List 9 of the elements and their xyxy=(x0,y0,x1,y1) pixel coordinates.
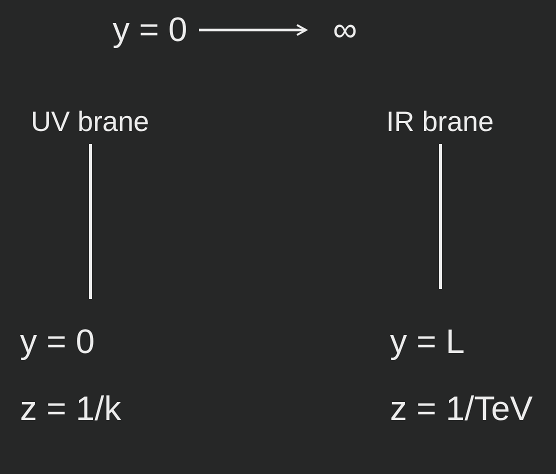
math-expression: z = 1/k xyxy=(20,389,122,430)
brane-label: UV brane xyxy=(30,105,150,139)
math-expression: y = L xyxy=(390,322,465,363)
math-expression: z = 1/TeV xyxy=(390,389,533,430)
math-expression: y = 0 xyxy=(112,10,188,51)
math-expression: ∞ xyxy=(332,10,358,51)
brane-label: IR brane xyxy=(386,105,494,139)
arrow xyxy=(199,24,307,36)
math-expression: y = 0 xyxy=(20,322,95,363)
